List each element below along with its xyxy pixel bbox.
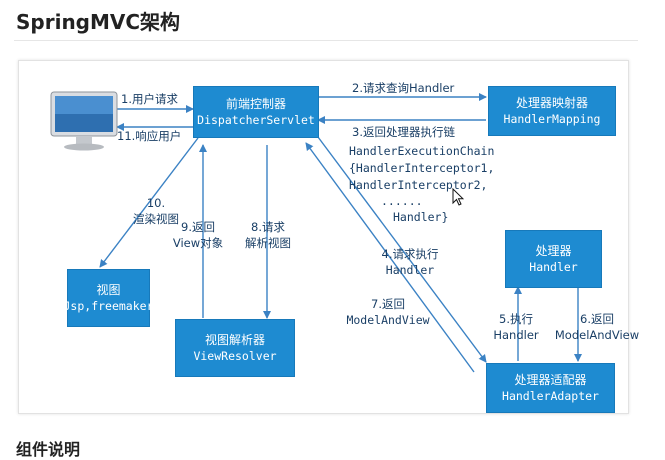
dispatcher-servlet-title: 前端控制器 bbox=[225, 97, 286, 111]
mouse-pointer-icon bbox=[452, 188, 464, 206]
handler-mapping-title: 处理器映射器 bbox=[515, 96, 588, 110]
edge-3-label-5: ...... bbox=[381, 194, 423, 208]
edge-7-arrow bbox=[305, 142, 475, 373]
diagram-arrows bbox=[99, 93, 582, 373]
page-title: SpringMVC架构 bbox=[16, 10, 181, 34]
monitor-icon bbox=[50, 91, 118, 151]
edge-7-label-1: 7.返回 bbox=[371, 297, 405, 311]
edge-10-label-1: 10. bbox=[146, 196, 166, 210]
edge-2-label: 2.请求查询Handler bbox=[352, 81, 455, 95]
view-resolver-box: 视图解析器 ViewResolver bbox=[175, 319, 295, 377]
view-resolver-title: 视图解析器 bbox=[204, 333, 265, 347]
handler-mapping-box: 处理器映射器 HandlerMapping bbox=[488, 86, 616, 136]
handler-box: 处理器 Handler bbox=[505, 230, 602, 288]
edge-3-label-6: Handler} bbox=[393, 210, 449, 224]
handler-mapping-name: HandlerMapping bbox=[503, 112, 601, 126]
edge-6-label-2: ModelAndView bbox=[554, 328, 640, 342]
edge-5-label-1: 5.执行 bbox=[499, 312, 533, 326]
section-heading: 组件说明 bbox=[16, 440, 81, 459]
view-title: 视图 bbox=[96, 283, 121, 297]
edge-9-label-2: View对象 bbox=[172, 236, 224, 250]
edge-8-label-2: 解析视图 bbox=[245, 236, 291, 250]
dispatcher-servlet-box: 前端控制器 DispatcherServlet bbox=[193, 86, 319, 138]
edge-3-label-3: {HandlerInterceptor1, bbox=[349, 161, 495, 175]
handler-adapter-title: 处理器适配器 bbox=[514, 373, 587, 387]
edge-9-label-1: 9.返回 bbox=[181, 220, 215, 234]
edge-3-label-4: HandlerInterceptor2, bbox=[349, 178, 488, 192]
view-resolver-name: ViewResolver bbox=[193, 349, 277, 363]
edge-4-label-2: Handler bbox=[385, 263, 435, 277]
handler-adapter-name: HandlerAdapter bbox=[502, 389, 599, 403]
edge-7-label-2: ModelAndView bbox=[346, 313, 430, 327]
edge-3-label-1: 3.返回处理器执行链 bbox=[352, 125, 455, 139]
edge-5-label-2: Handler bbox=[493, 328, 539, 342]
handler-name: Handler bbox=[529, 260, 578, 274]
view-box: 视图 Jsp,freemaker bbox=[64, 269, 154, 327]
edge-10-label-2: 渲染视图 bbox=[133, 212, 179, 226]
edge-8-label-1: 8.请求 bbox=[251, 220, 285, 234]
edge-4-label-1: 4.请求执行 bbox=[381, 247, 439, 261]
handler-adapter-box: 处理器适配器 HandlerAdapter bbox=[486, 363, 615, 413]
title-divider bbox=[14, 40, 638, 41]
view-name: Jsp,freemaker bbox=[63, 299, 154, 313]
dispatcher-servlet-name: DispatcherServlet bbox=[197, 113, 315, 127]
handler-title: 处理器 bbox=[535, 244, 572, 258]
edge-3-label-2: HandlerExecutionChain bbox=[349, 144, 495, 158]
edge-10-arrow bbox=[99, 137, 199, 268]
edge-1-label: 1.用户请求 bbox=[121, 92, 178, 106]
edge-4-arrow bbox=[317, 136, 487, 363]
edge-6-label-1: 6.返回 bbox=[580, 312, 614, 326]
edge-11-label: 11.响应用户 bbox=[117, 129, 182, 143]
